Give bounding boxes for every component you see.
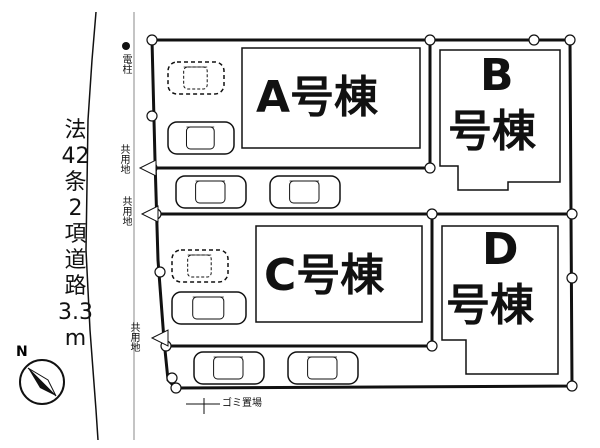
road-label: 法 42 条 2 項 道 路 3.3 m [58, 118, 93, 352]
building-d-label-line1: D [482, 224, 519, 275]
road-label-line6: 道 [64, 248, 87, 273]
building-c-label: C号棟 [264, 250, 385, 301]
building-a-label: A号棟 [256, 72, 379, 123]
parking-car-icon [167, 121, 235, 155]
building-b-label-line1: B [480, 50, 514, 101]
building-d-footprint [441, 225, 559, 375]
north-arrow-icon [19, 359, 65, 405]
building-b-footprint [439, 49, 561, 191]
parking-car-icon [175, 175, 247, 209]
parking-car-icon [269, 175, 341, 209]
shared-land-pointer-1 [138, 159, 157, 177]
building-d-label-line2: 号棟 [446, 280, 534, 331]
road-label-line9: m [64, 326, 87, 351]
road-label-line7: 路 [64, 274, 87, 299]
building-b-label-line2: 号棟 [448, 106, 536, 157]
road-label-line3: 条 [64, 170, 87, 195]
parking-cars [167, 61, 359, 385]
road-label-line8: 3.3 [58, 300, 93, 325]
shared-land-pointer-2 [140, 205, 159, 223]
shared-land-pointer-3 [150, 329, 169, 347]
road-label-line2: 42 [61, 144, 90, 169]
north-label: N [16, 344, 28, 360]
shared-land-label-3: 共用地 [128, 322, 139, 352]
road-edge-line [85, 11, 99, 441]
road-label-line5: 項 [64, 222, 87, 247]
parking-car-icon [287, 351, 359, 385]
utility-pole-label: 電柱 [120, 54, 131, 74]
shared-land-label-1: 共用地 [118, 144, 129, 174]
parking-car-icon [167, 61, 225, 95]
parking-car-icon [171, 249, 229, 283]
shared-land-label-2: 共用地 [120, 196, 131, 226]
utility-pole-icon [122, 42, 130, 50]
parking-car-icon [193, 351, 265, 385]
road-label-line4: 2 [68, 196, 83, 221]
parking-car-icon [171, 291, 247, 325]
garbage-area-label: ゴミ置場 [222, 398, 262, 409]
building-c-footprint [255, 225, 423, 323]
road-label-line1: 法 [64, 118, 87, 143]
building-a-footprint [241, 47, 421, 149]
